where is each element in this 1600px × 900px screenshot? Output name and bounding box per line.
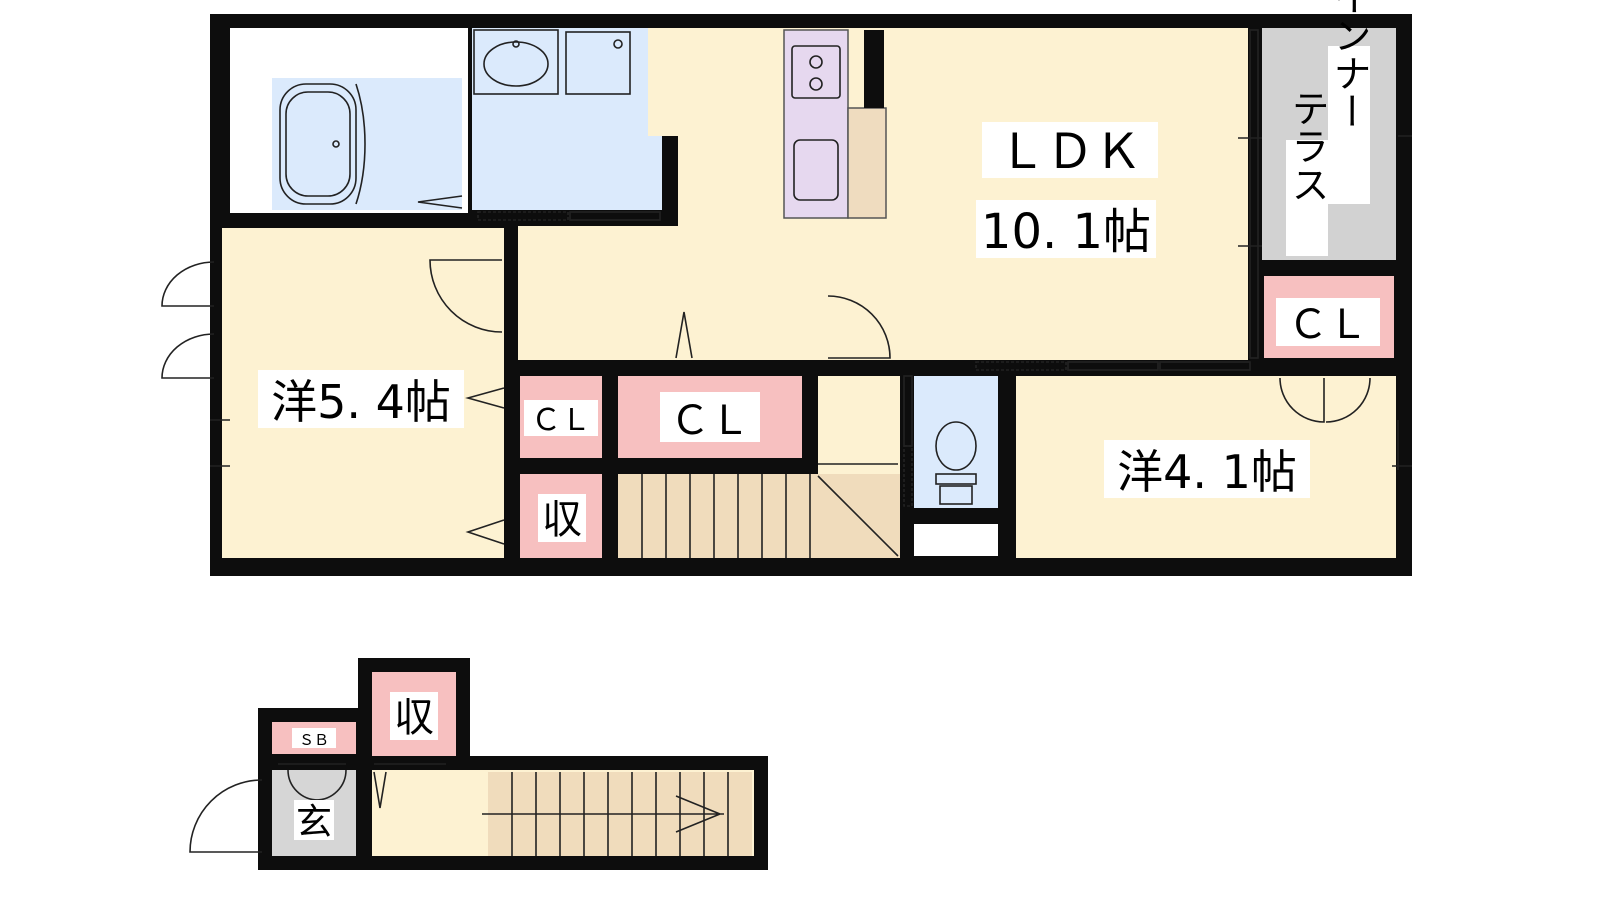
bathroom: [272, 78, 462, 210]
storage-upper-label: 収: [542, 497, 582, 543]
sink-icon: [793, 139, 839, 201]
terrace-line2: テラス: [1285, 89, 1329, 203]
ldk-size: 10. 1帖: [981, 204, 1151, 260]
stairs-icon: [641, 474, 899, 558]
lower-floor: [258, 658, 768, 870]
stove-icon: [791, 45, 841, 99]
terrace-label-bg-2: [1286, 140, 1328, 256]
washing-machine-icon: [565, 31, 631, 95]
storage-lower-label-bg: [390, 692, 438, 740]
upper-fixtures: [161, 29, 1412, 558]
terrace-label-bg-1: [1328, 46, 1370, 204]
door-swing-icon: [161, 259, 1371, 423]
ldk-label-bg: [982, 122, 1158, 178]
ldk-size-bg: [976, 200, 1156, 258]
closet-small-label-bg: [524, 400, 598, 436]
notch-wall: [222, 28, 230, 213]
toilet-room: [914, 376, 998, 508]
toilet-icon: [935, 421, 977, 505]
closet-small-label: ＣＬ: [531, 403, 591, 438]
upper-floor: [210, 14, 1412, 576]
ldk-name: ＬＤＫ: [998, 124, 1142, 180]
shoe-box-label-bg: [292, 728, 336, 748]
western-2-label-bg: [1104, 440, 1310, 498]
closet-large-label: ＣＬ: [670, 398, 750, 444]
entrance-label: 玄: [296, 802, 332, 843]
closet-terrace-label: ＣＬ: [1288, 302, 1368, 348]
lower-fixtures: [189, 763, 729, 856]
kitchen-worktop: [847, 107, 887, 219]
storage-upper-label-bg: [538, 494, 586, 542]
kitchen-partition: [864, 30, 884, 108]
terrace-line1: インナー: [1327, 0, 1371, 130]
closet-terrace-label-bg: [1276, 298, 1380, 346]
closet-large-label-bg: [660, 392, 760, 442]
hall: [818, 376, 900, 474]
western-1-label: 洋5. 4帖: [271, 375, 451, 429]
storage-lower-label: 収: [394, 695, 434, 741]
room-labels: ＬＤＫ 10. 1帖 洋5. 4帖 洋4. 1帖 インナー テラス ＣＬ ＣＬ …: [258, 0, 1380, 843]
western-2-label: 洋4. 1帖: [1117, 445, 1297, 499]
toilet-under: [914, 524, 998, 556]
western-1-label-bg: [258, 370, 464, 428]
entrance-label-bg: [294, 800, 334, 840]
bathtub-icon: [279, 83, 366, 205]
stairs-upper: [618, 474, 900, 558]
washbasin-icon: [473, 29, 559, 95]
shoe-box-label: ＳＢ: [299, 731, 329, 749]
